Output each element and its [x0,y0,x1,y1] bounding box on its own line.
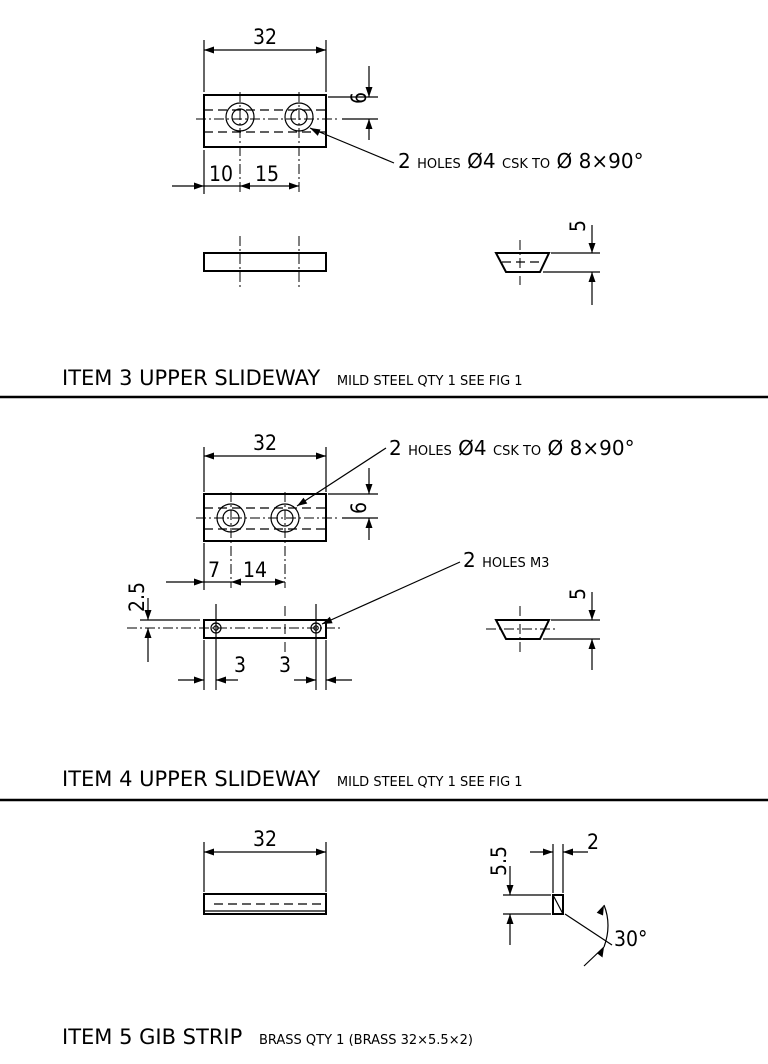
item3-end-view: 5 [494,220,600,305]
item4-dim-m3-right: 3 [279,653,291,677]
item3-dim-pitch: 15 [255,162,279,186]
item3-drawing: 32 6 10 15 2 HOLES Ø4 CSK TO Ø 8×90° [62,25,644,390]
item5-plan-body [203,893,327,915]
item5-dim-height: 5.5 [487,846,511,876]
item5-dim-length: 32 [253,827,277,851]
item5-dim-width: 2 [587,830,599,854]
item3-dim-depth: 5 [566,220,590,232]
item3-dim-length: 32 [253,25,277,49]
item3-plan-body [203,94,327,148]
item5-title: ITEM 5 GIB STRIP BRASS QTY 1 (BRASS 32×5… [62,1025,473,1049]
item4-dim-length: 32 [253,431,277,455]
item4-dim-m3-left: 3 [234,653,246,677]
item4-dim-edge: 7 [208,558,220,582]
item4-title: ITEM 4 UPPER SLIDEWAY MILD STEEL QTY 1 S… [62,767,523,791]
item4-front-body [203,619,327,639]
item4-dim-depth: 5 [566,588,590,600]
item5-section-view: 5.5 2 30° [487,830,647,967]
item3-front-body [203,252,327,272]
item4-end-view: 5 [486,588,600,670]
item3-hole-note: 2 HOLES Ø4 CSK TO Ø 8×90° [398,149,644,173]
item4-dim-pitch: 14 [243,558,267,582]
item5-dim-angle: 30° [614,927,647,951]
item5-drawing: 32 5.5 2 30° [62,827,647,1049]
item4-drawing: 32 6 7 14 2 HOLES Ø4 CSK TO Ø 8×90° [62,431,635,791]
item3-dim-height: 6 [347,92,371,104]
item4-hole-note: 2 HOLES Ø4 CSK TO Ø 8×90° [389,436,635,460]
item4-m3-note: 2 HOLES M3 [463,548,549,572]
item3-dim-edge: 10 [209,162,233,186]
item3-title: ITEM 3 UPPER SLIDEWAY MILD STEEL QTY 1 S… [62,366,523,390]
item4-dim-height: 6 [347,502,371,514]
item4-dim-offset: 2.5 [125,582,149,612]
